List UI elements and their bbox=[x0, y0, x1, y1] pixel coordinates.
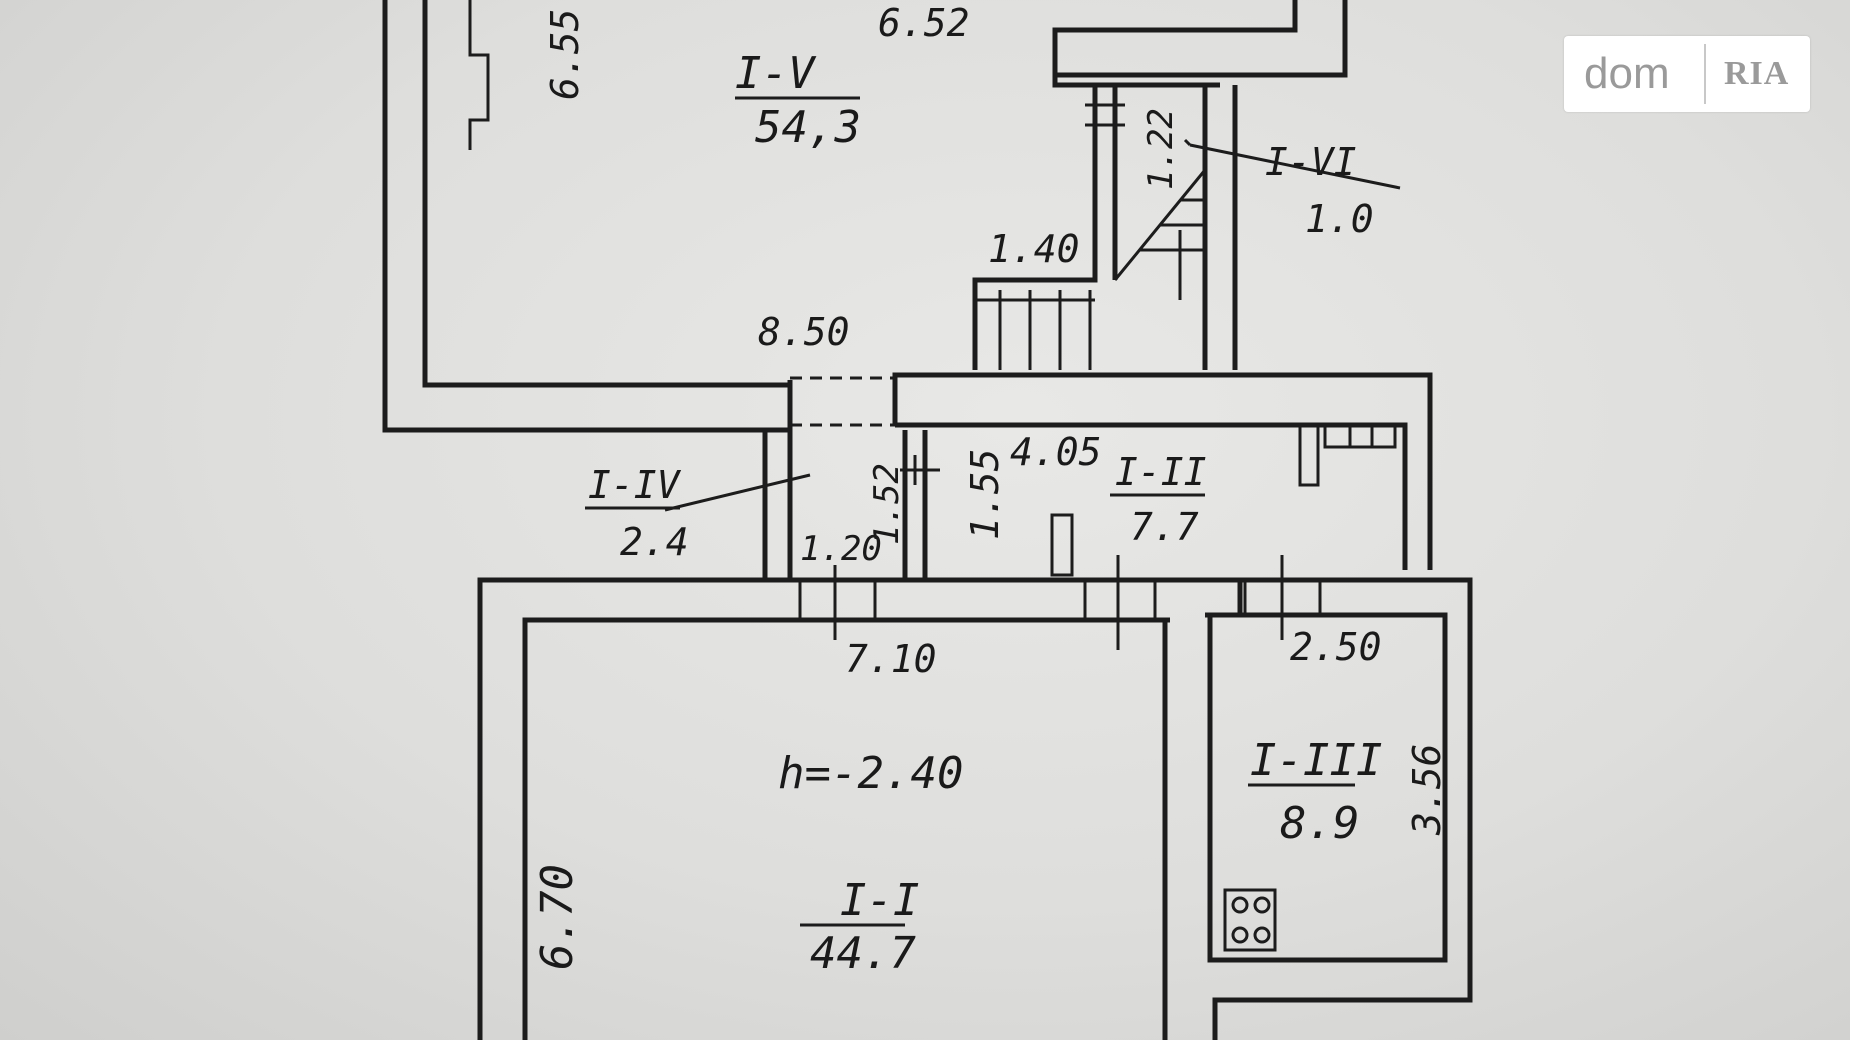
watermark-ria: RIA bbox=[1724, 55, 1790, 92]
dim-6-52: 6.52 bbox=[878, 1, 970, 45]
dim-2-50: 2.50 bbox=[1290, 625, 1382, 669]
room-labels: I-V 54,3 I-VI 1.0 I-IV 2.4 I-II 7.7 I-II… bbox=[585, 48, 1382, 979]
height-note: h=-2.40 bbox=[778, 748, 963, 799]
room-i-i-walls bbox=[477, 555, 1473, 1040]
dim-8-50: 8.50 bbox=[758, 310, 850, 354]
room-area-i-vi: 1.0 bbox=[1305, 197, 1374, 241]
dim-1-52: 1.52 bbox=[867, 463, 907, 545]
burner-icon bbox=[1253, 926, 1271, 944]
dim-1-20: 1.20 bbox=[800, 529, 882, 569]
dimension-labels: 6.55 6.52 1.22 1.40 8.50 1.52 1.55 4.05 … bbox=[532, 1, 1449, 970]
burner-icon bbox=[1231, 926, 1249, 944]
room-code-i-iii: I-III bbox=[1250, 735, 1382, 786]
dim-6-70: 6.70 bbox=[532, 864, 583, 970]
staircase-i-vi bbox=[972, 85, 1401, 370]
watermark-separator bbox=[1704, 44, 1706, 104]
room-area-i-iii: 8.9 bbox=[1280, 798, 1359, 849]
room-code-i-iv: I-IV bbox=[588, 463, 682, 507]
room-area-i-i: 44.7 bbox=[810, 928, 916, 979]
room-area-i-v: 54,3 bbox=[755, 102, 861, 153]
dim-1-55: 1.55 bbox=[963, 448, 1007, 540]
dim-6-55: 6.55 bbox=[543, 8, 587, 100]
room-code-i-vi: I-VI bbox=[1265, 140, 1357, 184]
room-i-iii-walls bbox=[1205, 555, 1448, 963]
dim-7-10: 7.10 bbox=[845, 637, 937, 681]
room-area-i-ii: 7.7 bbox=[1130, 505, 1199, 549]
dim-4-05: 4.05 bbox=[1010, 430, 1102, 474]
dim-1-40: 1.40 bbox=[988, 227, 1080, 271]
room-code-i-v: I-V bbox=[735, 48, 817, 99]
dim-1-22: 1.22 bbox=[1141, 108, 1181, 190]
dim-3-56: 3.56 bbox=[1405, 743, 1449, 836]
room-code-i-i: I-I bbox=[840, 875, 919, 926]
room-code-i-ii: I-II bbox=[1115, 450, 1207, 494]
room-i-ii-walls bbox=[664, 372, 1433, 580]
burner-icon bbox=[1253, 896, 1271, 914]
room-i-v-walls bbox=[382, 0, 1348, 433]
room-area-i-iv: 2.4 bbox=[620, 520, 689, 564]
burner-icon bbox=[1231, 896, 1249, 914]
stove-icon bbox=[1223, 888, 1277, 952]
watermark-dom: dom bbox=[1584, 49, 1670, 98]
domria-watermark: dom RIA bbox=[1564, 36, 1810, 112]
